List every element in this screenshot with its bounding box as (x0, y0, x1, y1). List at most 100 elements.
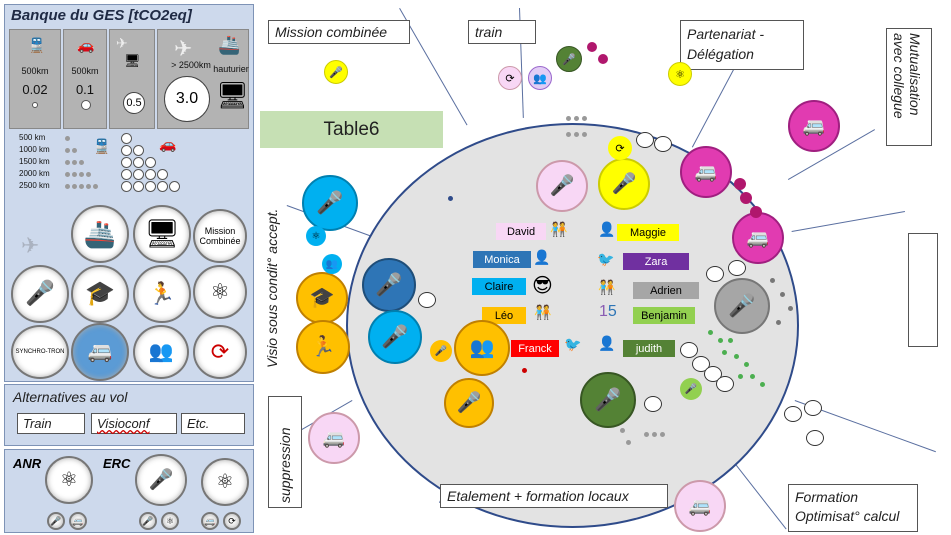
tile-plane-long[interactable]: ✈ > 2500km 🚢 hauturier 3.0 🖥 (157, 29, 249, 129)
token-dot (65, 148, 70, 153)
badge-molecule[interactable]: ⚛ (193, 265, 247, 319)
token-podium[interactable]: 🎤 (47, 512, 65, 530)
bubble-adrien[interactable]: 🎤 (714, 278, 770, 334)
participant-tag[interactable]: Maggie (617, 224, 679, 241)
callout-train[interactable]: train (468, 20, 536, 44)
token-people[interactable]: 👥 (528, 66, 552, 90)
callout-mutualisation-box[interactable]: Mutualisation avec collegue (886, 28, 932, 146)
monitor-icon[interactable] (716, 376, 734, 392)
badge-mission-combinee[interactable]: Mission Combinée (193, 209, 247, 263)
callout-formation[interactable]: Formation Optimisat° calcul (788, 484, 918, 532)
monitor-icon[interactable] (804, 400, 822, 416)
badge-cycle[interactable]: ⟳ (193, 325, 247, 379)
erc-label: ERC (103, 456, 131, 471)
ghg-bank-panel: Banque du GES [tCO2eq] 🚆 500km 0.02 🚗 50… (4, 4, 254, 382)
podium-icon: 🎤 (594, 387, 622, 412)
monitor-icon[interactable] (654, 136, 672, 152)
bubble-leo[interactable]: 👥 (454, 320, 510, 376)
token-podium[interactable]: 🎤 (139, 512, 157, 530)
alt-train[interactable]: Train (17, 413, 85, 434)
van-icon: 🚐 (746, 228, 770, 248)
token-podium[interactable]: 🎤 (430, 340, 452, 362)
participant-tag[interactable]: David (496, 223, 546, 240)
avatar-icon: 🧑‍🤝‍🧑 (598, 279, 616, 295)
badge-runner[interactable]: 🏃 (133, 265, 191, 323)
callout-visio-box[interactable]: Visio sous condit° accept. (262, 158, 284, 368)
empty-callout-box[interactable] (908, 233, 938, 347)
bubble-maggie[interactable]: 🎤 (598, 158, 650, 210)
badge-people[interactable]: 👥 (133, 325, 189, 379)
bubble-etalement[interactable]: 🎤 (444, 378, 494, 428)
badge-field-trip[interactable]: 🚐 (788, 100, 840, 152)
bubble-graduate[interactable]: 🎓 (296, 272, 348, 324)
plane-icon: ✈ (174, 36, 193, 61)
podium-icon: 🎤 (375, 272, 403, 297)
callout-suppression-box[interactable]: suppression (268, 396, 302, 508)
bubble-claire[interactable]: 🎤 (368, 310, 422, 364)
badge-molecule[interactable]: ⚛ (45, 456, 93, 504)
participant-tag[interactable]: Monica (473, 251, 531, 268)
token-van[interactable]: 🚐 (69, 512, 87, 530)
alt-etc[interactable]: Etc. (181, 413, 245, 434)
bubble-david[interactable]: 🎤 (536, 160, 588, 212)
callout-visio: Visio sous condit° accept. (264, 208, 280, 368)
participant-tag[interactable]: Franck (511, 340, 559, 357)
monitor-icon[interactable] (636, 132, 654, 148)
badge-field-trip[interactable]: 🚐 (674, 480, 726, 532)
monitor-icon[interactable] (784, 406, 802, 422)
molecule-icon: ⚛ (165, 515, 175, 526)
badge-podium[interactable]: 🎤 (11, 265, 69, 323)
callout-partenariat[interactable]: Partenariat - Délégation (680, 20, 804, 70)
participant-tag[interactable]: Adrien (633, 282, 699, 299)
monitor-icon[interactable] (680, 342, 698, 358)
alt-visioconf[interactable]: Visioconf (91, 413, 177, 434)
tile-distance: 500km (71, 66, 99, 76)
badge-podium[interactable]: 🎤 (135, 454, 187, 506)
bubble-runner[interactable]: 🏃 (296, 320, 350, 374)
alternatives-panel: Alternatives au vol Train Visioconf Etc. (4, 384, 254, 446)
badge-field-trip[interactable]: 🚐 (308, 412, 360, 464)
tile-train-500[interactable]: 🚆 500km 0.02 (9, 29, 61, 129)
molecule-icon: ⚛ (210, 279, 230, 304)
badge-molecule[interactable]: ⚛ (201, 458, 249, 506)
podium-icon: 🎤 (562, 53, 576, 66)
monitor-icon[interactable] (806, 430, 824, 446)
tile-plane-short[interactable]: ✈ 🖥 0.5 (109, 29, 155, 129)
badge-visio[interactable]: 🖥 (133, 205, 191, 263)
token-people[interactable]: 👥 (322, 254, 342, 274)
bubble-monica[interactable]: 🎤 (362, 258, 416, 312)
monitor-icon[interactable] (728, 260, 746, 276)
token-cycle[interactable]: ⟳ (608, 136, 632, 160)
callout-mission-combinee[interactable]: Mission combinée (268, 20, 410, 44)
token-cycle[interactable]: ⟳ (223, 512, 241, 530)
participant-tag[interactable]: Claire (472, 278, 526, 295)
token-molecule[interactable]: ⚛ (668, 62, 692, 86)
badge-field-trip[interactable]: 🚐 (680, 146, 732, 198)
token-podium[interactable]: 🎤 (680, 378, 702, 400)
badge-field-trip[interactable]: 🚐 (732, 212, 784, 264)
participant-tag[interactable]: Benjamin (633, 307, 695, 324)
people-icon: 👥 (325, 258, 339, 270)
badge-graduate[interactable]: 🎓 (71, 265, 129, 323)
token-podium[interactable]: 🎤 (324, 60, 348, 84)
bubble-judith[interactable]: 🎤 (580, 372, 636, 428)
token-van[interactable]: 🚐 (201, 512, 219, 530)
badge-label: Mission Combinée (199, 226, 241, 246)
participant-tag[interactable]: judith (623, 340, 675, 357)
token-podium[interactable]: 🎤 (556, 46, 582, 72)
bubble-visio[interactable]: 🎤 (302, 175, 358, 231)
token-cycle[interactable]: ⟳ (498, 66, 522, 90)
callout-etalement[interactable]: Etalement + formation locaux (440, 484, 668, 508)
participant-tag[interactable]: Léo (482, 307, 526, 324)
badge-boat[interactable]: 🚢 (71, 205, 129, 263)
participant-tag[interactable]: Zara (623, 253, 689, 270)
token-molecule[interactable]: ⚛ (306, 226, 326, 246)
monitor-icon[interactable] (706, 266, 724, 282)
badge-field-trip[interactable]: 🚐 (71, 323, 129, 381)
tile-car-500[interactable]: 🚗 500km 0.1 (63, 29, 107, 129)
badge-synchrotron[interactable]: SYNCHRO-TRON (11, 325, 69, 379)
token-molecule[interactable]: ⚛ (161, 512, 179, 530)
monitor-icon[interactable] (644, 396, 662, 412)
monitor-icon[interactable] (418, 292, 436, 308)
token-ring (157, 181, 168, 192)
